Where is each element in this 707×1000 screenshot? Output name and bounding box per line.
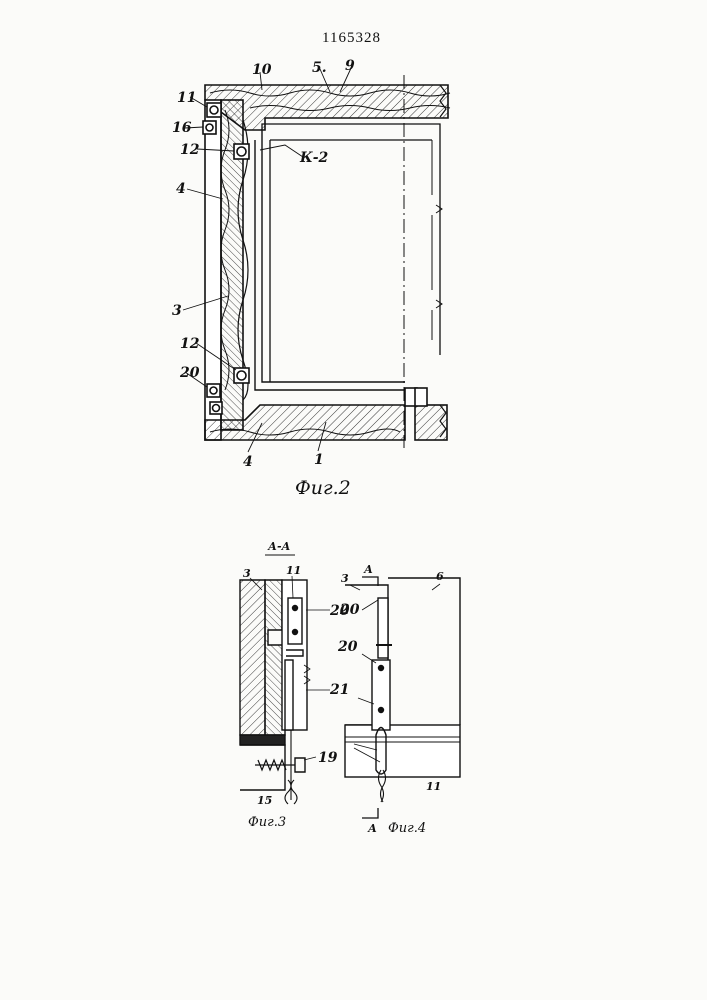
figure-2 — [183, 66, 450, 452]
fig4-label-20-a: 20 — [339, 602, 360, 618]
screw — [255, 760, 295, 770]
fig3-label-11: 11 — [286, 564, 301, 577]
fig3-label-21: 21 — [329, 682, 349, 698]
fig3-label-15: 15 — [257, 794, 272, 807]
label-20: 20 — [179, 365, 200, 381]
bracket-20 — [207, 384, 220, 397]
wall-section-3 — [240, 580, 265, 735]
figure-3 — [240, 555, 330, 804]
fig4-label-a-bottom: А — [367, 822, 377, 835]
section-aa: А-А — [267, 540, 291, 553]
label-k2: К-2 — [299, 150, 329, 166]
fig4-label-3: 3 — [341, 572, 349, 585]
label-9: 9 — [345, 58, 355, 74]
figure-2-caption: Фиг.2 — [295, 477, 351, 499]
label-5: 5. — [312, 60, 327, 76]
figure-4 — [345, 577, 460, 818]
label-4-bottom: 4 — [243, 454, 253, 470]
fig3-label-3: 3 — [243, 567, 251, 580]
label-11: 11 — [177, 90, 196, 106]
panel-6 — [388, 578, 460, 725]
fig3-label-19: 19 — [318, 750, 338, 766]
bracket-11 — [207, 103, 221, 117]
fig4-label-20-b: 20 — [337, 639, 358, 655]
rail-11-4 — [345, 725, 460, 777]
label-12-bottom: 12 — [180, 336, 200, 352]
inner-liner-2 — [255, 130, 405, 390]
label-4-top: 4 — [176, 181, 186, 197]
label-3: 3 — [172, 303, 182, 319]
wire-3 — [291, 730, 297, 804]
bracket-16 — [203, 121, 216, 134]
figure-3-caption: Фиг.3 — [248, 815, 286, 830]
label-10: 10 — [252, 62, 272, 78]
label-16: 16 — [172, 120, 192, 136]
fig4-label-a-top: А — [363, 563, 373, 576]
fig4-label-6: 6 — [436, 570, 444, 583]
figure-4-caption: Фиг.4 — [388, 821, 426, 836]
fig4-label-11: 11 — [426, 780, 441, 793]
label-12-top: 12 — [180, 142, 200, 158]
label-1: 1 — [314, 452, 324, 468]
